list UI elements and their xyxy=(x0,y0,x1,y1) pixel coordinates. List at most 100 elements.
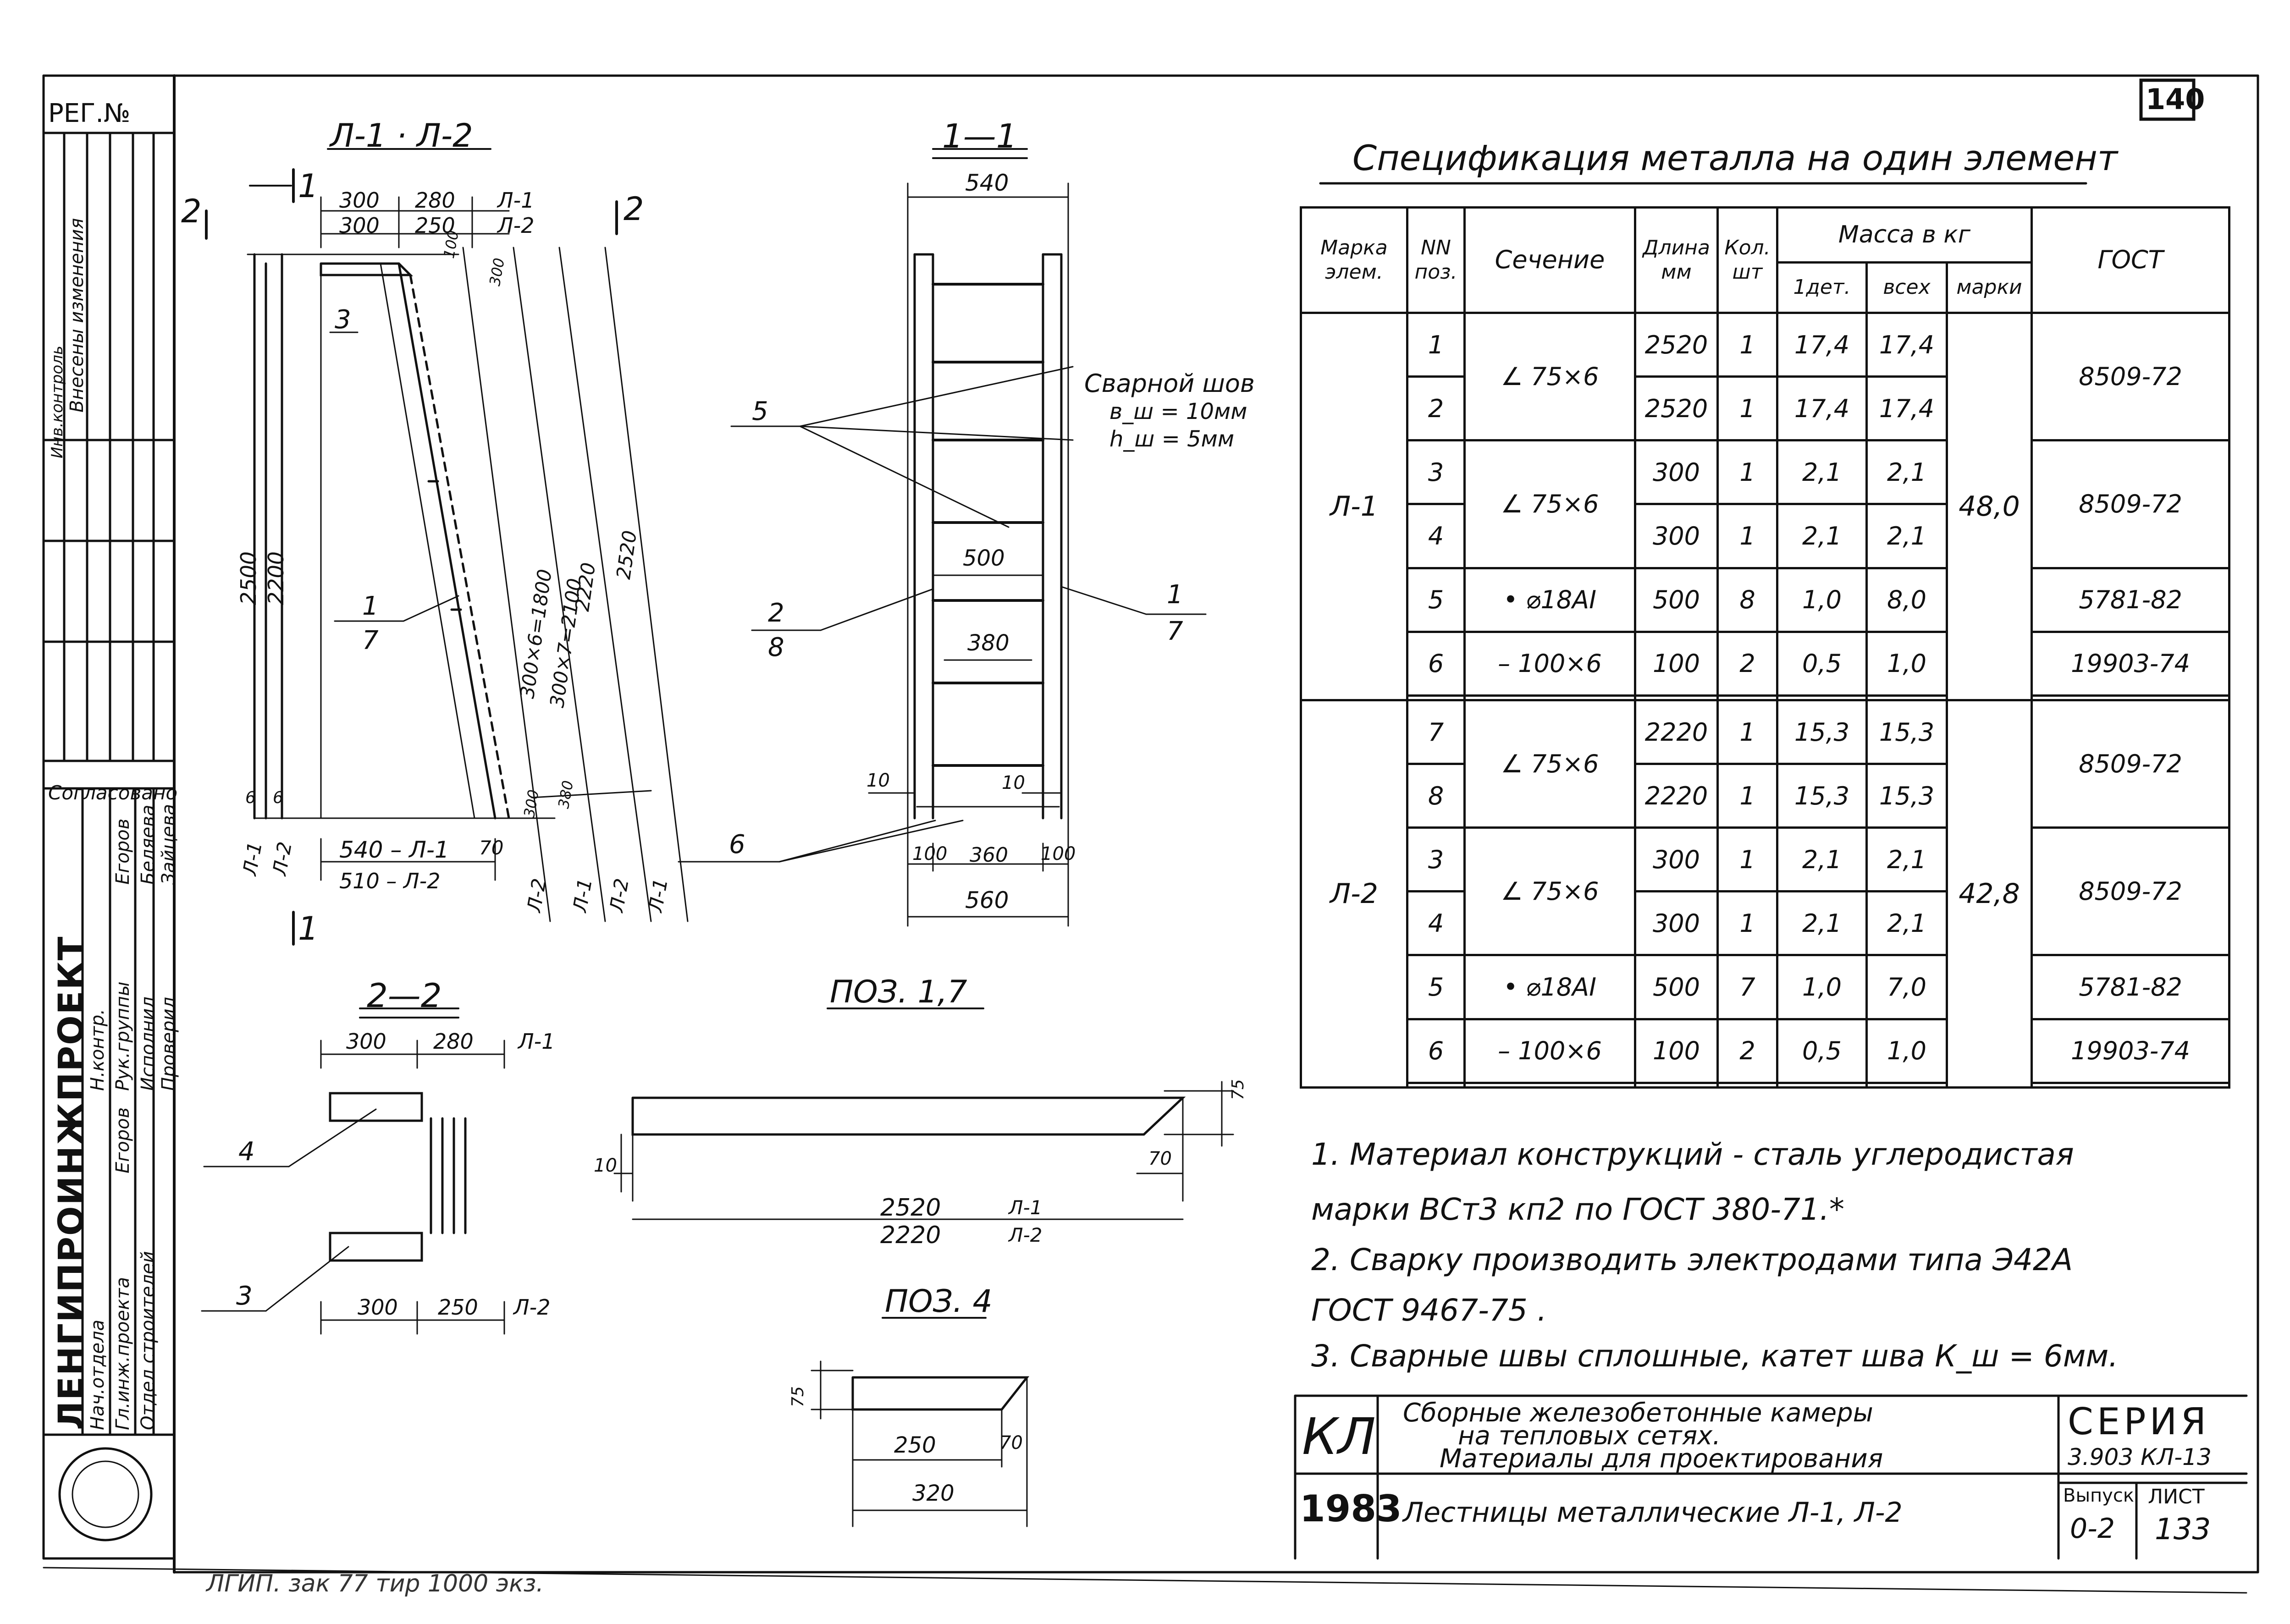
note-3: 3. Сварные швы сплошные, катет шва К_ш =… xyxy=(1311,1338,2119,1374)
cell-mass-one: 1,0 xyxy=(1776,567,1868,633)
sec11-dim-500: 500 xyxy=(963,545,1005,571)
cell-gost: 8509-72 xyxy=(2031,826,2231,957)
pos4-dim-250: 250 xyxy=(894,1432,936,1458)
cell-gost: 8509-72 xyxy=(2031,439,2231,569)
dim-small-6-b: 6 xyxy=(273,788,283,807)
cell-length: 2520 xyxy=(1634,375,1719,442)
cell-length xyxy=(1634,694,1719,702)
cell-length: 500 xyxy=(1634,954,1719,1020)
cell-length: 500 xyxy=(1634,567,1719,633)
note-2-cont: ГОСТ 9467-75 . xyxy=(1311,1293,1547,1328)
cell-pos: 7 xyxy=(1406,699,1466,765)
issue-label: Выпуск xyxy=(2063,1485,2134,1506)
cell-mass-all: 1,0 xyxy=(1865,630,1948,697)
table-row: 5 • ⌀18AI 500 7 1,0 7,0 5781-82 xyxy=(1301,954,2231,1020)
name-egorov-1: Егоров xyxy=(112,1107,133,1173)
cell-pos: 4 xyxy=(1406,890,1466,957)
sec22-dim-250-bottom: 250 xyxy=(438,1295,478,1320)
table-row: 3 ∠ 75×6 300 1 2,1 2,1 8509-72 xyxy=(1301,826,2231,957)
note-2: 2. Сварку производить электродами типа Э… xyxy=(1311,1242,2073,1277)
pos17-dim-2520: 2520 xyxy=(880,1194,941,1222)
cell-qty xyxy=(1716,1081,1778,1089)
cell-mass-all: 15,3 xyxy=(1865,699,1948,765)
weld-note-height: h_ш = 5мм xyxy=(1109,426,1235,452)
sheet-value: 133 xyxy=(2155,1513,2211,1547)
cell-pos: 4 xyxy=(1406,503,1466,569)
group-mass-l1: 48,0 xyxy=(1945,312,2033,701)
cell-section: – 100×6 xyxy=(1463,1018,1636,1084)
cell-pos: 8 xyxy=(1406,763,1466,829)
hdr-mass-mark: марки xyxy=(1945,261,2033,314)
cell-pos xyxy=(1406,694,1466,702)
role-norm-control: Н.контр. xyxy=(87,1009,108,1091)
group-mark-l1: Л-1 xyxy=(1300,312,1408,701)
pos4-title: ПОЗ. 4 xyxy=(885,1283,993,1320)
cell-qty: 1 xyxy=(1716,503,1778,569)
role-chief-engineer: Гл.инж.проекта xyxy=(112,1277,133,1430)
cell-mass-one: 2,1 xyxy=(1776,826,1868,893)
role-group-leader: Рук.группы xyxy=(112,981,133,1091)
cell-mass-all xyxy=(1865,694,1948,702)
leader-pos-3: 3 xyxy=(335,305,351,335)
cell-length: 300 xyxy=(1634,439,1719,506)
cell-mass-all: 7,0 xyxy=(1865,954,1948,1020)
reg-label: РЕГ.№ xyxy=(48,99,131,128)
table-row: Л-2 7 ∠ 75×6 2220 1 15,3 15,3 42,8 8509-… xyxy=(1300,699,2231,1089)
pos4-dim-70: 70 xyxy=(999,1432,1023,1453)
cell-mass-one: 0,5 xyxy=(1776,630,1868,697)
cell-pos: 1 xyxy=(1406,311,1466,378)
sec22-dim-300-top: 300 xyxy=(346,1029,386,1054)
approved-label: Согласовано xyxy=(48,782,178,804)
sec11-dim-100-left: 100 xyxy=(912,843,948,864)
cell-mass-one: 15,3 xyxy=(1776,763,1868,829)
hdr-mass-all: всех xyxy=(1865,261,1948,314)
cell-qty xyxy=(1716,694,1778,702)
hdr-section: Сечение xyxy=(1463,206,1636,314)
cell-mass-one: 2,1 xyxy=(1776,890,1868,957)
cell-mass-one xyxy=(1776,1081,1868,1089)
cell-pos: 3 xyxy=(1406,439,1466,506)
cell-qty: 1 xyxy=(1716,763,1778,829)
cell-length: 300 xyxy=(1634,503,1719,569)
changes-header: Внесены изменения xyxy=(66,218,88,413)
sec11-leader-2: 2 xyxy=(768,598,784,628)
cell-gost: 19903-74 xyxy=(2031,1018,2231,1084)
pos17-mark-l2: Л-2 xyxy=(1009,1224,1043,1246)
view-l1l2-title: Л-1 · Л-2 xyxy=(330,117,473,154)
sec11-dim-10-right: 10 xyxy=(1002,772,1025,793)
sec11-leader-7: 7 xyxy=(1167,617,1183,646)
cut-mark-2-right: 2 xyxy=(624,190,644,228)
pos17-dim-10: 10 xyxy=(594,1155,617,1176)
cell-mass-all: 2,1 xyxy=(1865,439,1948,506)
spec-table: Марка элем. NN поз. Сечение Длина мм Кол… xyxy=(1300,206,2231,1089)
sec11-dim-380: 380 xyxy=(967,630,1010,656)
hdr-mark: Марка элем. xyxy=(1300,206,1408,314)
dim-top-280-l1: 280 xyxy=(415,188,455,213)
cell-pos xyxy=(1406,1081,1466,1089)
hdr-length: Длина мм xyxy=(1634,206,1719,314)
cell-length: 300 xyxy=(1634,826,1719,893)
sec22-dim-300-bottom: 300 xyxy=(358,1295,398,1320)
hdr-gost: ГОСТ xyxy=(2031,206,2231,314)
series-value: 3.903 КЛ-13 xyxy=(2068,1444,2212,1470)
dim-top-mark-l1: Л-1 xyxy=(497,188,535,213)
note-1: 1. Материал конструкций - сталь углероди… xyxy=(1311,1137,2074,1172)
sec22-dim-mark-bottom: Л-2 xyxy=(513,1295,551,1320)
cell-mass-all: 1,0 xyxy=(1865,1018,1948,1084)
cell-pos: 2 xyxy=(1406,375,1466,442)
cell-section xyxy=(1463,694,1636,702)
table-row: 3 ∠ 75×6 300 1 2,1 2,1 8509-72 xyxy=(1301,439,2231,569)
sec11-dim-540: 540 xyxy=(965,170,1009,196)
table-row: 6 – 100×6 100 2 0,5 1,0 19903-74 xyxy=(1301,1018,2231,1084)
hdr-pos: NN поз. xyxy=(1406,206,1466,314)
sec22-dim-280-top: 280 xyxy=(433,1029,474,1054)
sec11-dim-10-left: 10 xyxy=(866,770,890,791)
cell-qty: 1 xyxy=(1716,699,1778,765)
role-builders-dept: Отдел строителей xyxy=(138,1251,159,1430)
sec11-leader-8: 8 xyxy=(768,633,784,662)
dim-2500: 2500 xyxy=(236,551,261,605)
cell-gost: 8509-72 xyxy=(2031,311,2231,442)
name-zaitseva: Зайцева xyxy=(158,804,179,885)
